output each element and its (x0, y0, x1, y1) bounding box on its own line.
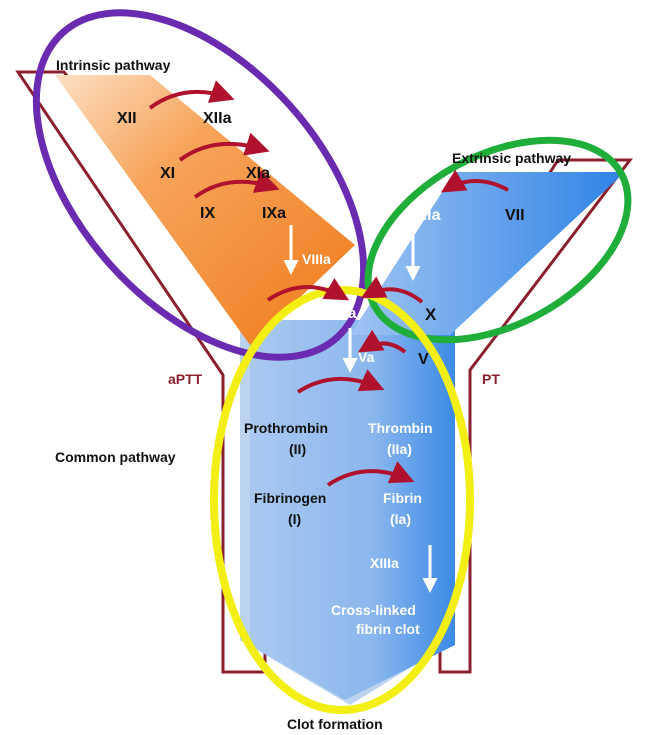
thrombin-number: (IIa) (387, 441, 412, 457)
fibrinogen-number: (I) (288, 511, 301, 527)
thrombin-label: Thrombin (368, 420, 433, 436)
clot-formation-label: Clot formation (287, 716, 383, 732)
intrinsic-highlight-ellipse (32, 9, 368, 361)
arrow-fibrinogen-to-fibrin (326, 461, 415, 487)
arrow-xi-to-xia (178, 132, 270, 162)
fibrin-number: (Ia) (390, 511, 411, 527)
factor-xiiia: XIIIa (370, 555, 399, 571)
intrinsic-arm (55, 75, 355, 345)
arrow-vii-to-viia (440, 169, 509, 193)
factor-va: Va (358, 349, 375, 365)
factor-xa: Xa (338, 305, 357, 322)
arrow-extrinsic-x-to-xa (360, 276, 424, 304)
factor-viiia: VIIIa (302, 251, 331, 267)
factor-viia: VIIa (412, 207, 441, 224)
factor-vii: VII (505, 207, 525, 224)
pt-label: PT (482, 371, 500, 387)
extrinsic-arm (350, 172, 625, 335)
factor-xia: XIa (246, 165, 270, 182)
prothrombin-number: (II) (289, 441, 306, 457)
factor-x: X (425, 305, 437, 324)
arrow-intrinsic-x-to-xa (266, 278, 350, 302)
extrinsic-highlight-ellipse (364, 136, 632, 344)
common-pathway-block (250, 320, 455, 700)
factor-ixa: IXa (262, 205, 286, 222)
fibrin-label: Fibrin (383, 490, 422, 506)
arrow-xii-to-xiia (148, 80, 235, 110)
factor-ix: IX (200, 205, 215, 222)
factor-xiia: XIIa (203, 110, 232, 127)
extrinsic-pathway-label: Extrinsic pathway (452, 150, 571, 166)
common-pathway-label: Common pathway (55, 449, 176, 465)
crosslinked-label-line1: Cross-linked (331, 602, 416, 618)
fibrinogen-label: Fibrinogen (254, 490, 326, 506)
prothrombin-label: Prothrombin (244, 420, 328, 436)
arrow-prothrombin-to-thrombin (296, 369, 385, 394)
pt-bracket (438, 158, 634, 674)
intrinsic-pathway-label: Intrinsic pathway (56, 57, 171, 73)
arrow-v-to-va (357, 329, 407, 354)
arrow-ix-to-ixa (193, 170, 280, 199)
crosslinked-label-line2: fibrin clot (356, 621, 420, 637)
factor-v: V (418, 351, 429, 368)
factor-xii: XII (117, 110, 137, 127)
aptt-label: aPTT (168, 371, 203, 387)
factor-xi: XI (160, 165, 175, 182)
